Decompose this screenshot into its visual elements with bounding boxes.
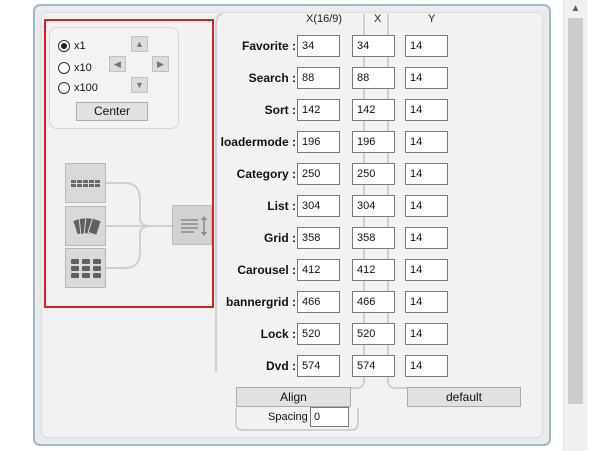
arrow-down-icon: ▼ <box>135 80 144 90</box>
row-label: Grid : <box>264 231 296 245</box>
field-x[interactable]: 466 <box>352 291 395 313</box>
field-y[interactable]: 14 <box>405 131 448 153</box>
radio-label: x10 <box>74 62 92 74</box>
field-xr[interactable]: 250 <box>297 163 340 185</box>
field-x[interactable]: 34 <box>352 35 395 57</box>
highlight-frame <box>44 19 214 308</box>
field-xr[interactable]: 574 <box>297 355 340 377</box>
move-right-button[interactable]: ▶ <box>152 56 169 72</box>
field-x[interactable]: 88 <box>352 67 395 89</box>
field-xr[interactable]: 466 <box>297 291 340 313</box>
field-xr[interactable]: 520 <box>297 323 340 345</box>
vertical-scrollbar[interactable]: ▲ <box>563 0 587 451</box>
center-button[interactable]: Center <box>76 102 148 121</box>
row-label: Dvd : <box>266 359 296 373</box>
field-x[interactable]: 250 <box>352 163 395 185</box>
strip-grid-icon <box>71 180 100 187</box>
grid-icon <box>71 259 101 278</box>
field-x[interactable]: 574 <box>352 355 395 377</box>
field-xr[interactable]: 304 <box>297 195 340 217</box>
align-button[interactable]: Align <box>236 387 351 407</box>
row-label: Search : <box>248 71 296 85</box>
field-x[interactable]: 520 <box>352 323 395 345</box>
grid-mode-button[interactable] <box>65 248 106 288</box>
spacing-label: Spacing <box>268 411 308 423</box>
move-left-button[interactable]: ◀ <box>109 56 126 72</box>
field-y[interactable]: 14 <box>405 355 448 377</box>
column-header-y: Y <box>428 13 436 25</box>
spacing-input[interactable]: 0 <box>310 407 349 427</box>
radio-x10[interactable]: x10 <box>58 61 92 75</box>
field-x[interactable]: 196 <box>352 131 395 153</box>
field-x[interactable]: 358 <box>352 227 395 249</box>
field-xr[interactable]: 88 <box>297 67 340 89</box>
arrow-right-icon: ▶ <box>157 59 164 69</box>
field-x[interactable]: 304 <box>352 195 395 217</box>
fan-mode-button[interactable] <box>65 206 106 246</box>
row-label: Category : <box>236 167 296 181</box>
arrow-up-icon: ▲ <box>135 39 144 49</box>
field-x[interactable]: 412 <box>352 259 395 281</box>
field-xr[interactable]: 412 <box>297 259 340 281</box>
field-y[interactable]: 14 <box>405 323 448 345</box>
radio-x1[interactable]: x1 <box>58 39 86 53</box>
field-xr[interactable]: 142 <box>297 99 340 121</box>
row-label: bannergrid : <box>225 295 296 309</box>
move-up-button[interactable]: ▲ <box>131 36 148 52</box>
scroll-thumb[interactable] <box>568 18 583 404</box>
list-sort-icon <box>181 216 207 236</box>
radio-label: x1 <box>74 40 86 52</box>
row-label: Favorite : <box>241 39 296 53</box>
row-label: Carousel : <box>237 263 296 277</box>
row-label: Lock : <box>260 327 296 341</box>
radio-x100[interactable]: x100 <box>58 81 98 95</box>
field-y[interactable]: 14 <box>405 227 448 249</box>
field-xr[interactable]: 358 <box>297 227 340 249</box>
row-label: List : <box>267 199 296 213</box>
strip-mode-button[interactable] <box>65 163 106 203</box>
column-header-x-16-9: X(16/9) <box>306 13 343 25</box>
column-header-x: X <box>374 13 382 25</box>
field-y[interactable]: 14 <box>405 291 448 313</box>
field-y[interactable]: 14 <box>405 99 448 121</box>
scroll-up-icon[interactable]: ▲ <box>570 3 581 14</box>
default-button[interactable]: default <box>407 387 521 407</box>
row-label: Sort : <box>264 103 296 117</box>
row-label: loadermode : <box>220 135 296 149</box>
arrow-left-icon: ◀ <box>114 59 121 69</box>
fan-cards-icon <box>72 216 102 236</box>
field-xr[interactable]: 34 <box>297 35 340 57</box>
field-x[interactable]: 142 <box>352 99 395 121</box>
field-y[interactable]: 14 <box>405 35 448 57</box>
radio-button-icon[interactable] <box>58 82 70 94</box>
radio-label: x100 <box>74 82 98 94</box>
field-y[interactable]: 14 <box>405 67 448 89</box>
field-y[interactable]: 14 <box>405 259 448 281</box>
align-mode-button[interactable] <box>172 205 212 245</box>
field-y[interactable]: 14 <box>405 195 448 217</box>
move-down-button[interactable]: ▼ <box>131 77 148 93</box>
field-y[interactable]: 14 <box>405 163 448 185</box>
radio-button-icon[interactable] <box>58 62 70 74</box>
field-xr[interactable]: 196 <box>297 131 340 153</box>
radio-button-icon[interactable] <box>58 40 70 52</box>
